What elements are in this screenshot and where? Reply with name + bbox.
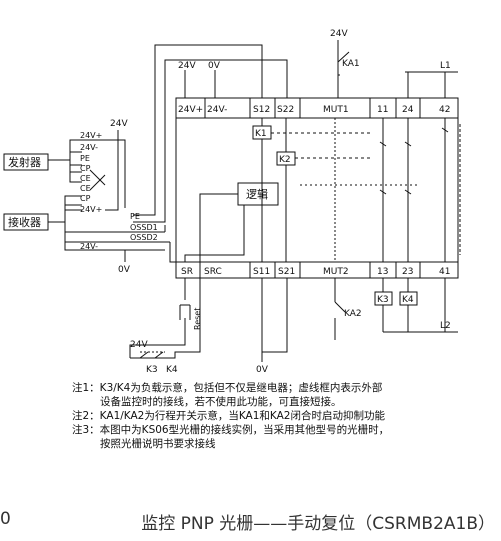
note-2: 注2：KA1/KA2为行程开关示意，当KA1和KA2闭合时启动抑制功能 [72,410,385,422]
terminal-top-42: 42 [439,105,450,115]
k3-label: K3 [377,295,389,305]
emitter-wire-cp: CP [80,164,91,173]
l2-label: L2 [440,321,451,331]
note-1: 注1：K3/K4为负载示意，包括但不仅是继电器；虚线框内表示外部 [72,382,383,394]
terminal-bottom-13: 13 [377,267,388,277]
reset-k3-label: K3 [146,365,158,375]
note-3: 注3：本图中为KS06型光栅的接线实例，当采用其他型号的光栅时， [72,424,390,436]
terminal-bottom-23: 23 [402,267,413,277]
emitter-wire-24vm: 24V- [80,143,98,152]
l1-label: L1 [440,61,451,71]
controller-box [175,97,459,279]
devices-ground-label: 0V [118,265,131,275]
terminal-top-s12: S12 [253,105,270,115]
reset-k4-label: K4 [166,365,178,375]
terminal-top-mut1: MUT1 [323,105,349,115]
terminal-bottom-mut2: MUT2 [323,267,349,277]
receiver-wire-cp: CP [80,194,91,203]
ground-0v-label: 0V [256,365,269,375]
terminal-bottom-s21: S21 [278,267,295,277]
logic-label: 逻辑 [246,187,268,201]
caption-title: 监控 PNP 光栅——手动复位（CSRMB2A1B） [141,514,495,534]
k2-label: K2 [279,155,291,165]
output-ossd1: OSSD1 [130,223,158,232]
receiver-box [3,213,49,231]
k4-label: K4 [402,295,414,305]
receiver-wire-24vp: 24V+ [80,205,102,214]
emitter-wire-ce: CE [80,174,91,183]
supply-24v-label: 24V [178,61,196,71]
emitter-label: 发射器 [8,155,41,169]
receiver-label: 接收器 [8,215,41,229]
ka2-label: KA2 [344,309,362,319]
output-24vm: 24V- [80,242,98,251]
receiver-wire-ce: CE [80,184,91,193]
note-1-cont: 设备监控时的接线，若不使用此功能，可直接短接。 [100,396,342,408]
terminal-top-24vm: 24V- [207,105,227,115]
supply-0v-label: 0V [208,61,221,71]
emitter-box [3,153,49,171]
reset-supply-label: 24V [130,340,148,350]
wiring-diagram: 24V+ 24V- S12 S22 MUT1 11 24 42 SR SRC S… [3,29,461,375]
notes-block: 注1：K3/K4为负载示意，包括但不仅是继电器；虚线框内表示外部 设备监控时的接… [72,381,492,451]
terminal-bottom-41: 41 [439,267,450,277]
emitter-wire-24vp: 24V+ [80,131,102,140]
emitter-wire-pe: PE [80,154,90,163]
ka1-label: KA1 [342,59,360,69]
terminal-top-11: 11 [377,105,388,115]
caption: 0 监控 PNP 光栅——手动复位（CSRMB2A1B） [0,509,501,537]
terminal-top-24: 24 [402,105,414,115]
caption-prefix: 0 [0,509,11,529]
note-3-cont: 按照光栅说明书要求接线 [100,438,216,450]
terminal-top-s22: S22 [277,105,294,115]
output-ossd2: OSSD2 [130,233,158,242]
terminal-top-24vp: 24V+ [178,105,203,115]
k1-label: K1 [255,129,267,139]
output-pe: PE [130,212,140,221]
terminal-bottom-sr: SR [181,267,193,277]
ka1-supply-label: 24V [330,29,348,39]
terminal-bottom-s11: S11 [253,267,270,277]
emitter-supply-label: 24V [110,119,128,129]
terminal-bottom-src: SRC [204,267,222,277]
reset-label: Reset [193,308,202,330]
